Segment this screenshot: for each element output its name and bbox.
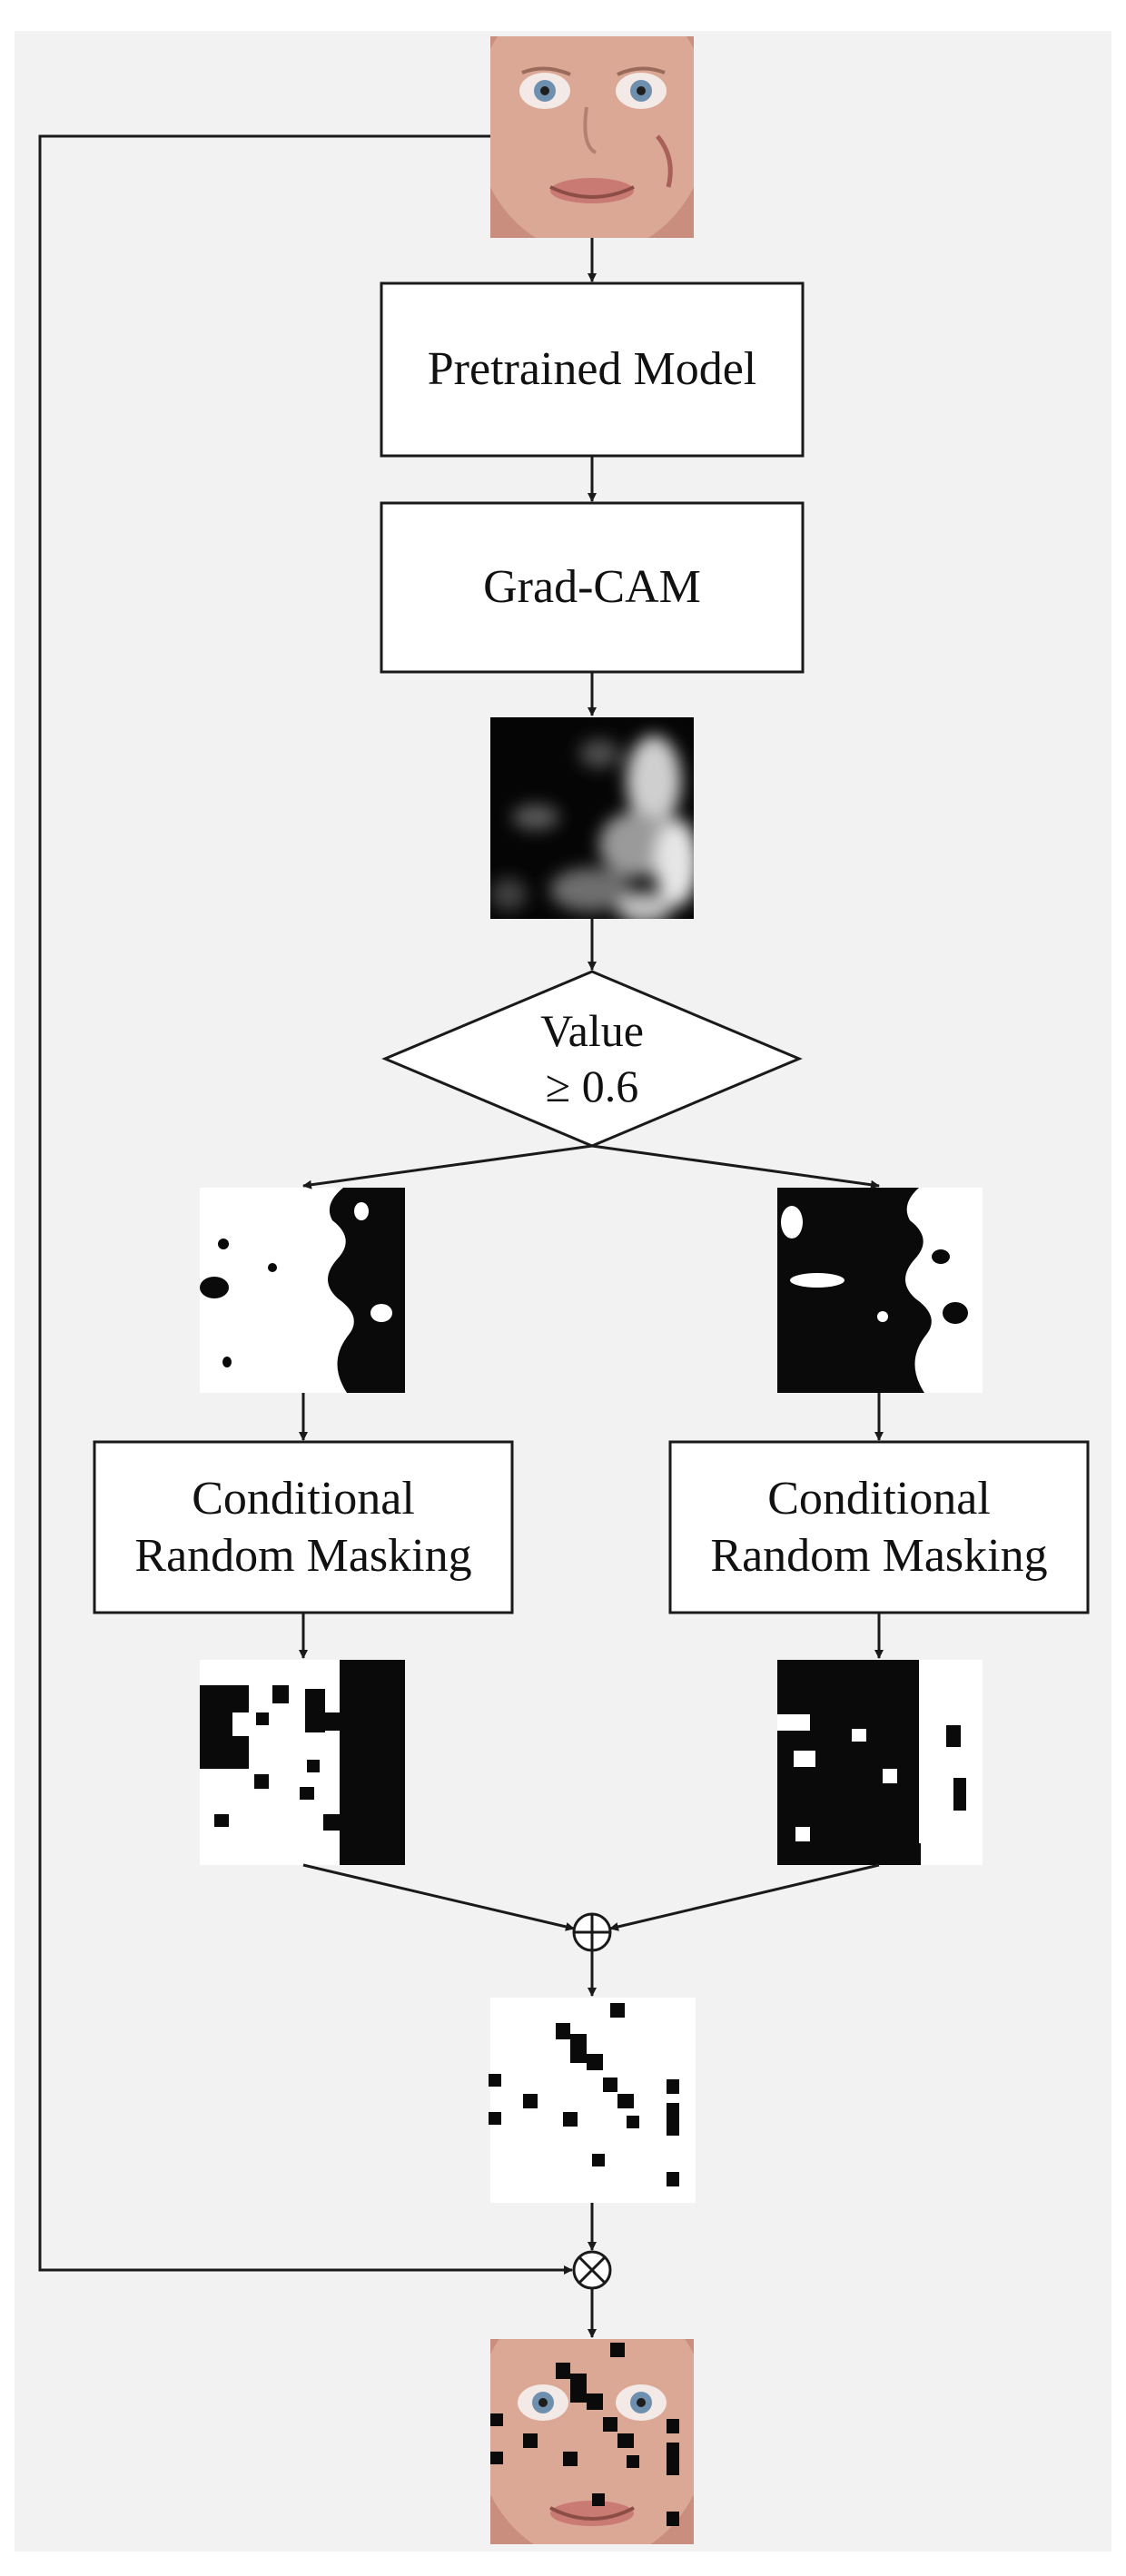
crm-right-label: Conditional Random Masking [710,1472,1048,1582]
arrow-random-low-to-add [302,1863,575,1931]
masked-face-output-image [490,2339,694,2544]
pretrained-model-label: Pretrained Model [427,343,757,396]
grad-cam-box [380,501,805,674]
gradcam-heatmap-image [490,717,694,919]
face-input-image [490,36,694,238]
crm-right-box [668,1440,1090,1614]
random-mask-low-image [200,1660,405,1865]
add-operator-symbol [572,1912,612,1952]
arrow-random-high-to-add [609,1863,880,1931]
threshold-label: Value ≥ 0.6 [540,1005,644,1111]
grad-cam-label: Grad-CAM [483,561,701,614]
crm-left-label: Conditional Random Masking [134,1472,472,1582]
skip-connection-line [38,134,573,2275]
pretrained-model-box [380,281,805,458]
combined-mask-image [489,1998,696,2203]
mask-high-image [777,1188,983,1393]
random-mask-high-image [777,1660,983,1865]
crm-left-box [93,1440,514,1614]
arrow-diamond-to-mask-low [302,1144,593,1189]
multiply-operator-symbol [572,2250,612,2290]
mask-low-image [200,1188,405,1393]
arrow-diamond-to-mask-high [591,1144,880,1189]
